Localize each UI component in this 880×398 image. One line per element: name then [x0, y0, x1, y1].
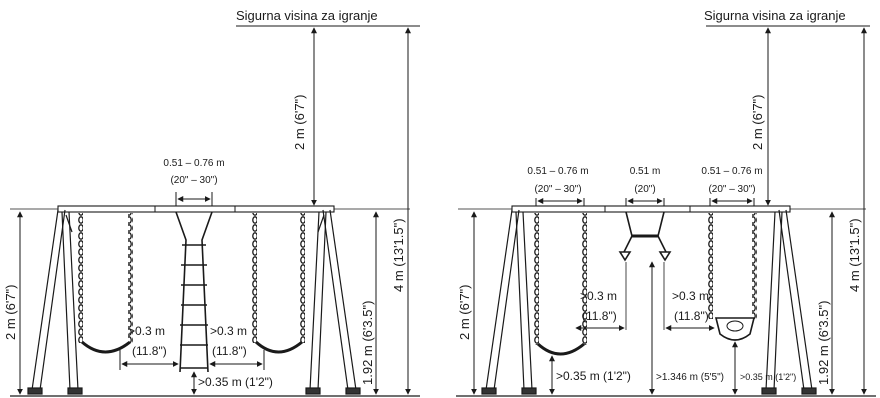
clearance-a-m: >0.3 m: [580, 289, 617, 303]
spacing3-m: 0.51 – 0.76 m: [701, 166, 762, 177]
safe-height-label: Sigurna visina za igranje: [704, 8, 846, 23]
clearance-b-in: (11.8"): [212, 344, 247, 358]
dim-beam-label: 1.92 m (6'3.5"): [816, 301, 831, 385]
right-a-frame: [761, 209, 817, 395]
ground-a-label: >0.35 m (1'2"): [556, 369, 631, 383]
ground-c-label: >0.35 m (1'2"): [740, 372, 796, 382]
swing-seat-1: [78, 213, 133, 354]
spacing-label-m: 0.51 – 0.76 m: [163, 158, 224, 169]
left-diagram: Sigurna visina za igranje 2 m (6'7") 4 m…: [3, 8, 420, 397]
left-a-frame: [481, 209, 537, 395]
spacing1-in: (20" – 30"): [534, 184, 581, 195]
spacing1-m: 0.51 – 0.76 m: [527, 166, 588, 177]
top-beam: [511, 205, 791, 213]
right-a-frame: [305, 209, 361, 395]
spacing2-in: (20"): [634, 184, 655, 195]
right-diagram: Sigurna visina za igranje 2 m (6'7") 4 m…: [456, 8, 876, 397]
dim-frame-label: 2 m (6'7"): [3, 285, 18, 341]
dim-top-label: 2 m (6'7"): [750, 95, 765, 151]
spacing-label-in: (20" – 30"): [170, 175, 217, 186]
left-a-frame: [27, 209, 83, 395]
clearance-a-m: >0.3 m: [128, 324, 165, 338]
top-beam: [57, 205, 335, 213]
clearance-b-in: (11.8"): [674, 309, 709, 323]
ground-clearance-label: >0.35 m (1'2"): [198, 375, 273, 389]
trapeze-bar: [618, 211, 672, 262]
toddler-seat: [708, 213, 757, 341]
rope-ladder: [175, 211, 213, 373]
swing-seat: [534, 213, 587, 356]
dim-total-label: 4 m (13'1.5"): [847, 218, 862, 292]
dim-frame-label: 2 m (6'7"): [457, 285, 472, 341]
safe-height-label: Sigurna visina za igranje: [236, 8, 378, 23]
clearance-a-in: (11.8"): [582, 309, 617, 323]
dim-top-label: 2 m (6'7"): [292, 95, 307, 151]
ground-b-label: >1.346 m (5'5"): [656, 372, 724, 383]
spacing2-m: 0.51 m: [630, 166, 661, 177]
clearance-a-in: (11.8"): [132, 344, 167, 358]
dim-beam-label: 1.92 m (6'3.5"): [360, 301, 375, 385]
dim-total-label: 4 m (13'1.5"): [391, 218, 406, 292]
swing-seat-2: [252, 213, 305, 354]
spacing3-in: (20" – 30"): [708, 184, 755, 195]
clearance-b-m: >0.3 m: [672, 289, 709, 303]
clearance-b-m: >0.3 m: [210, 324, 247, 338]
